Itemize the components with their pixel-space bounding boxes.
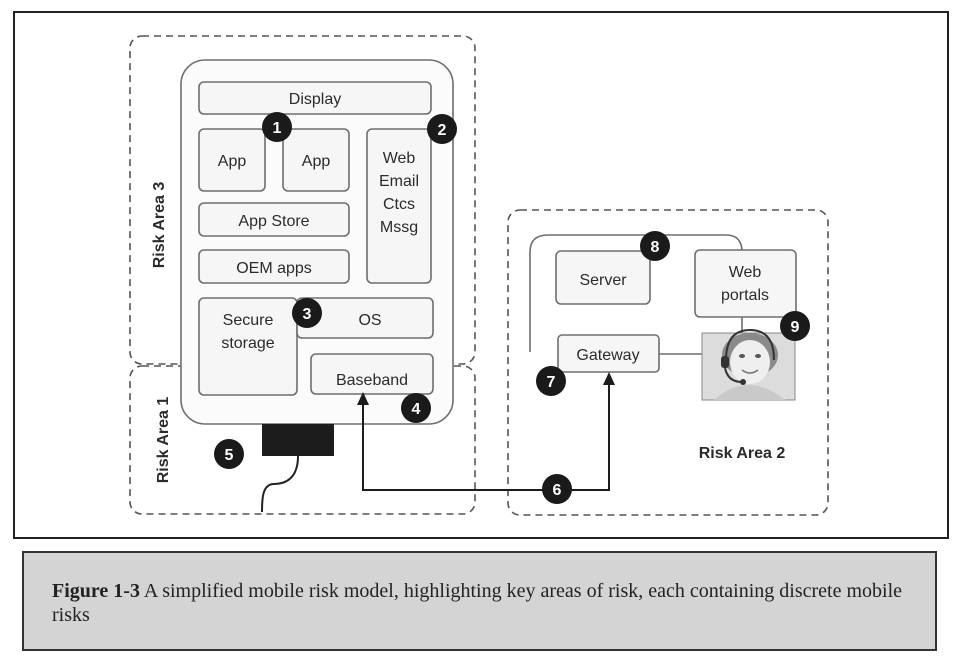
svg-text:1: 1: [273, 120, 282, 137]
svg-text:9: 9: [791, 319, 800, 336]
svg-text:2: 2: [438, 122, 447, 139]
display-label: Display: [289, 91, 341, 108]
gateway-label: Gateway: [576, 347, 639, 364]
app-box-2: [282, 128, 350, 192]
web-portals-label-2: portals: [721, 287, 769, 304]
oem-apps-label: OEM apps: [236, 260, 312, 277]
risk-badge-4: 4: [401, 393, 431, 423]
support-operator-photo: [701, 328, 796, 401]
secure-label: Secure: [223, 312, 274, 329]
risk-badge-7: 7: [536, 366, 566, 396]
arrowhead-gateway: [603, 372, 615, 385]
web-email-box: [366, 128, 432, 284]
backend-enclosure: [529, 234, 743, 352]
oem-apps-box: [198, 249, 350, 284]
messaging-label: Mssg: [380, 219, 418, 236]
contacts-label: Ctcs: [383, 196, 415, 213]
svg-text:6: 6: [553, 482, 562, 499]
risk-area-1-label: Risk Area 1: [155, 397, 172, 484]
mobile-risk-diagram: Risk Area 3 Risk Area 1 Risk Area 2 Disp…: [13, 11, 949, 539]
app-store-box: [198, 202, 350, 237]
svg-text:3: 3: [303, 306, 312, 323]
web-portals-label-1: Web: [729, 264, 762, 281]
svg-text:4: 4: [412, 401, 421, 418]
risk-area-2-label: Risk Area 2: [699, 445, 786, 462]
baseband-box: [310, 353, 434, 395]
svg-text:8: 8: [651, 239, 660, 256]
server-box: [555, 250, 651, 305]
web-portals-box: [694, 249, 797, 318]
baseband-gateway-connection: [362, 384, 610, 491]
risk-badge-5: 5: [214, 439, 244, 469]
svg-text:7: 7: [547, 374, 556, 391]
risk-badge-2: 2: [427, 114, 457, 144]
app-label-2: App: [302, 153, 331, 170]
display-box: [198, 81, 432, 115]
risk-badge-9: 9: [780, 311, 810, 341]
secure-storage-box: [198, 297, 298, 396]
risk-badge-8: 8: [640, 231, 670, 261]
email-label: Email: [379, 173, 419, 190]
risk-badge-6: 6: [542, 474, 572, 504]
svg-text:5: 5: [225, 447, 234, 464]
web-label: Web: [383, 150, 416, 167]
app-store-label: App Store: [238, 213, 309, 230]
os-label: OS: [358, 312, 381, 329]
figure-number: Figure 1-3: [52, 580, 140, 602]
baseband-label: Baseband: [336, 372, 408, 389]
app-label-1: App: [218, 153, 247, 170]
figure-caption: Figure 1-3 A simplified mobile risk mode…: [22, 551, 937, 651]
storage-label: storage: [221, 335, 274, 352]
server-label: Server: [579, 272, 627, 289]
risk-badge-3: 3: [292, 298, 322, 328]
charger-plug: [262, 424, 334, 456]
risk-area-3-label: Risk Area 3: [151, 182, 168, 269]
charger-cable: [261, 455, 299, 513]
caption-text: A simplified mobile risk model, highligh…: [52, 580, 903, 626]
risk-badge-1: 1: [262, 112, 292, 142]
risk-area-2-region: [507, 209, 829, 516]
app-box-1: [198, 128, 266, 192]
arrowhead-baseband: [357, 392, 369, 405]
